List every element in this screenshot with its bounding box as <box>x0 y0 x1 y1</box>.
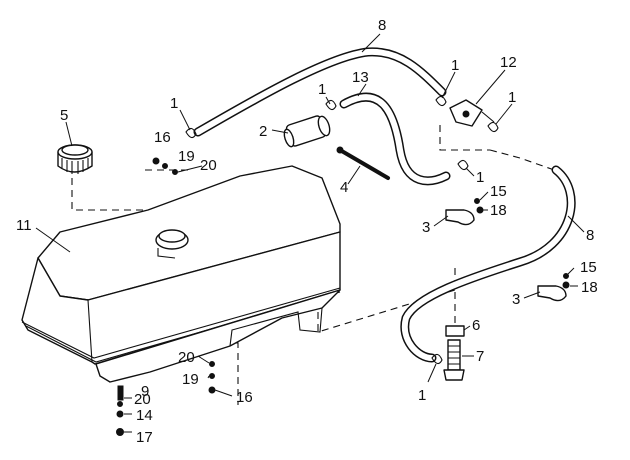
callout-label: 5 <box>60 107 68 124</box>
fuel-filter <box>283 115 331 148</box>
callout-labels: 1 1 1 1 1 1 2 3 3 4 5 6 7 8 8 9 11 12 13… <box>16 17 598 446</box>
callout-label: 16 <box>154 129 171 146</box>
p-clips <box>445 209 567 302</box>
callout-label: 20 <box>200 157 217 174</box>
callout-label: 1 <box>418 387 426 404</box>
callout-label: 19 <box>178 148 195 165</box>
callout-label: 11 <box>16 217 32 234</box>
fuel-hose-lower <box>400 165 576 363</box>
callout-label: 3 <box>422 219 430 236</box>
callout-label: 1 <box>318 81 326 98</box>
callout-label: 19 <box>182 371 199 388</box>
callout-label: 8 <box>586 227 594 244</box>
callout-label: 13 <box>352 69 369 86</box>
outlet-fitting-and-valve <box>443 325 465 381</box>
callout-label: 18 <box>490 202 507 219</box>
fuel-cap <box>57 144 93 174</box>
callout-label: 20 <box>178 349 195 366</box>
callout-label: 7 <box>476 348 484 365</box>
leader-lines <box>35 33 585 433</box>
callout-label: 9 <box>141 383 149 400</box>
fuel-hose-loop <box>339 92 451 186</box>
callout-label: 4 <box>340 179 348 196</box>
callout-label: 1 <box>170 95 178 112</box>
callout-label: 20 <box>134 391 151 408</box>
callout-label: 2 <box>259 123 267 140</box>
callout-label: 1 <box>508 89 516 106</box>
callout-label: 15 <box>580 259 597 276</box>
callout-label: 3 <box>512 291 520 308</box>
fuel-tee-fitting <box>449 99 495 127</box>
callout-label: 12 <box>500 54 517 71</box>
callout-label: 17 <box>136 429 153 446</box>
callout-label: 16 <box>236 389 253 406</box>
callout-label: 1 <box>476 169 484 186</box>
callout-label: 18 <box>581 279 598 296</box>
fuel-tank <box>21 165 341 383</box>
callout-label: 1 <box>451 57 459 74</box>
fuel-hose-upper <box>193 47 447 137</box>
callout-label: 14 <box>136 407 153 424</box>
hose-clamps <box>185 95 499 365</box>
callout-label: 15 <box>490 183 507 200</box>
tie-strap <box>336 146 390 180</box>
callout-label: 8 <box>378 17 386 34</box>
callout-label: 6 <box>472 317 480 334</box>
